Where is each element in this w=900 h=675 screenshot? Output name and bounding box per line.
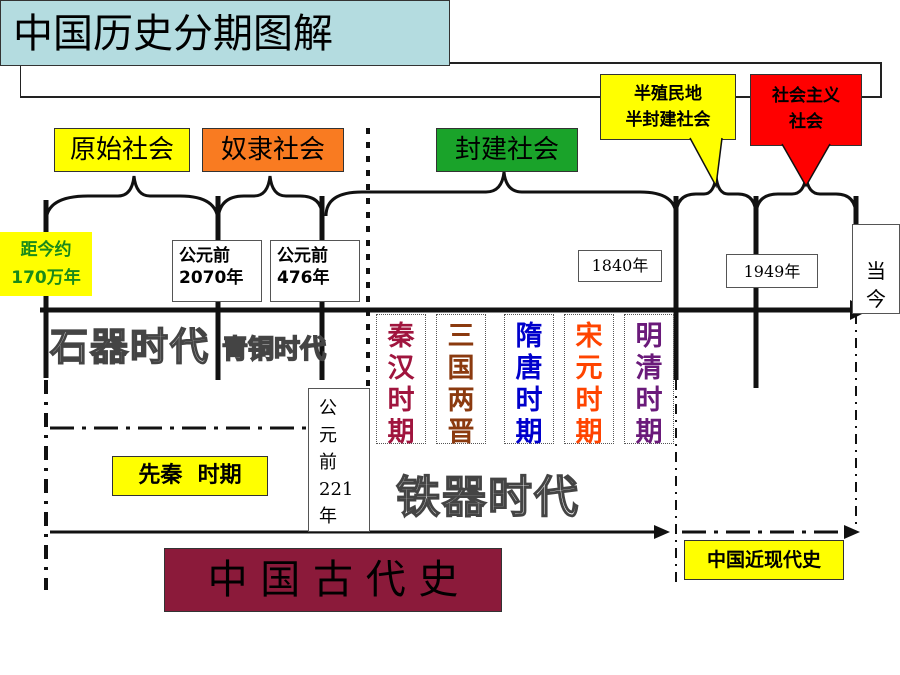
period-pre-qin: 先秦 时期: [112, 456, 268, 496]
date-bc221: 公 元 前 221 年: [308, 388, 370, 532]
era-primitive: 原始社会: [54, 128, 190, 172]
age-stone: 石器时代: [49, 323, 211, 370]
brace-primitive: [44, 175, 220, 223]
era-semi-colonial: 半殖民地 半封建社会: [600, 74, 736, 140]
age-bronze: 青铜时代: [221, 334, 327, 366]
era-feudal: 封建社会: [436, 128, 578, 172]
dynasty-three-kingdoms: 三 国 两 晋: [436, 314, 486, 448]
pointer-socialist: [781, 143, 831, 188]
date-1949: 1949年: [726, 254, 818, 288]
date-bc2070: 公元前 2070年: [172, 240, 262, 302]
date-1840: 1840年: [578, 250, 662, 282]
date-start: 距今约 170万年: [0, 232, 92, 296]
period-modern: 中国近现代史: [684, 540, 844, 580]
dynasty-song-yuan: 宋 元 时 期: [564, 314, 614, 448]
title-frame: [20, 62, 882, 98]
brace-feudal: [324, 171, 678, 217]
dynasty-ming-qing: 明 清 时 期: [624, 314, 674, 448]
pointer-semi: [689, 137, 723, 189]
brace-slave: [216, 175, 324, 223]
period-ancient: 中 国 古 代 史: [164, 548, 502, 612]
date-bc476: 公元前 476年: [270, 240, 360, 302]
age-iron: 铁器时代: [395, 471, 580, 524]
date-now: 当 今: [852, 224, 900, 314]
era-socialist: 社会主义 社会: [750, 74, 862, 146]
dynasty-sui-tang: 隋 唐 时 期: [504, 314, 554, 448]
page-title: 中国历史分期图解: [0, 0, 450, 66]
title-frame-top: [450, 62, 882, 64]
dynasty-qin-han: 秦 汉 时 期: [376, 314, 426, 448]
era-slave: 奴隶社会: [202, 128, 344, 172]
